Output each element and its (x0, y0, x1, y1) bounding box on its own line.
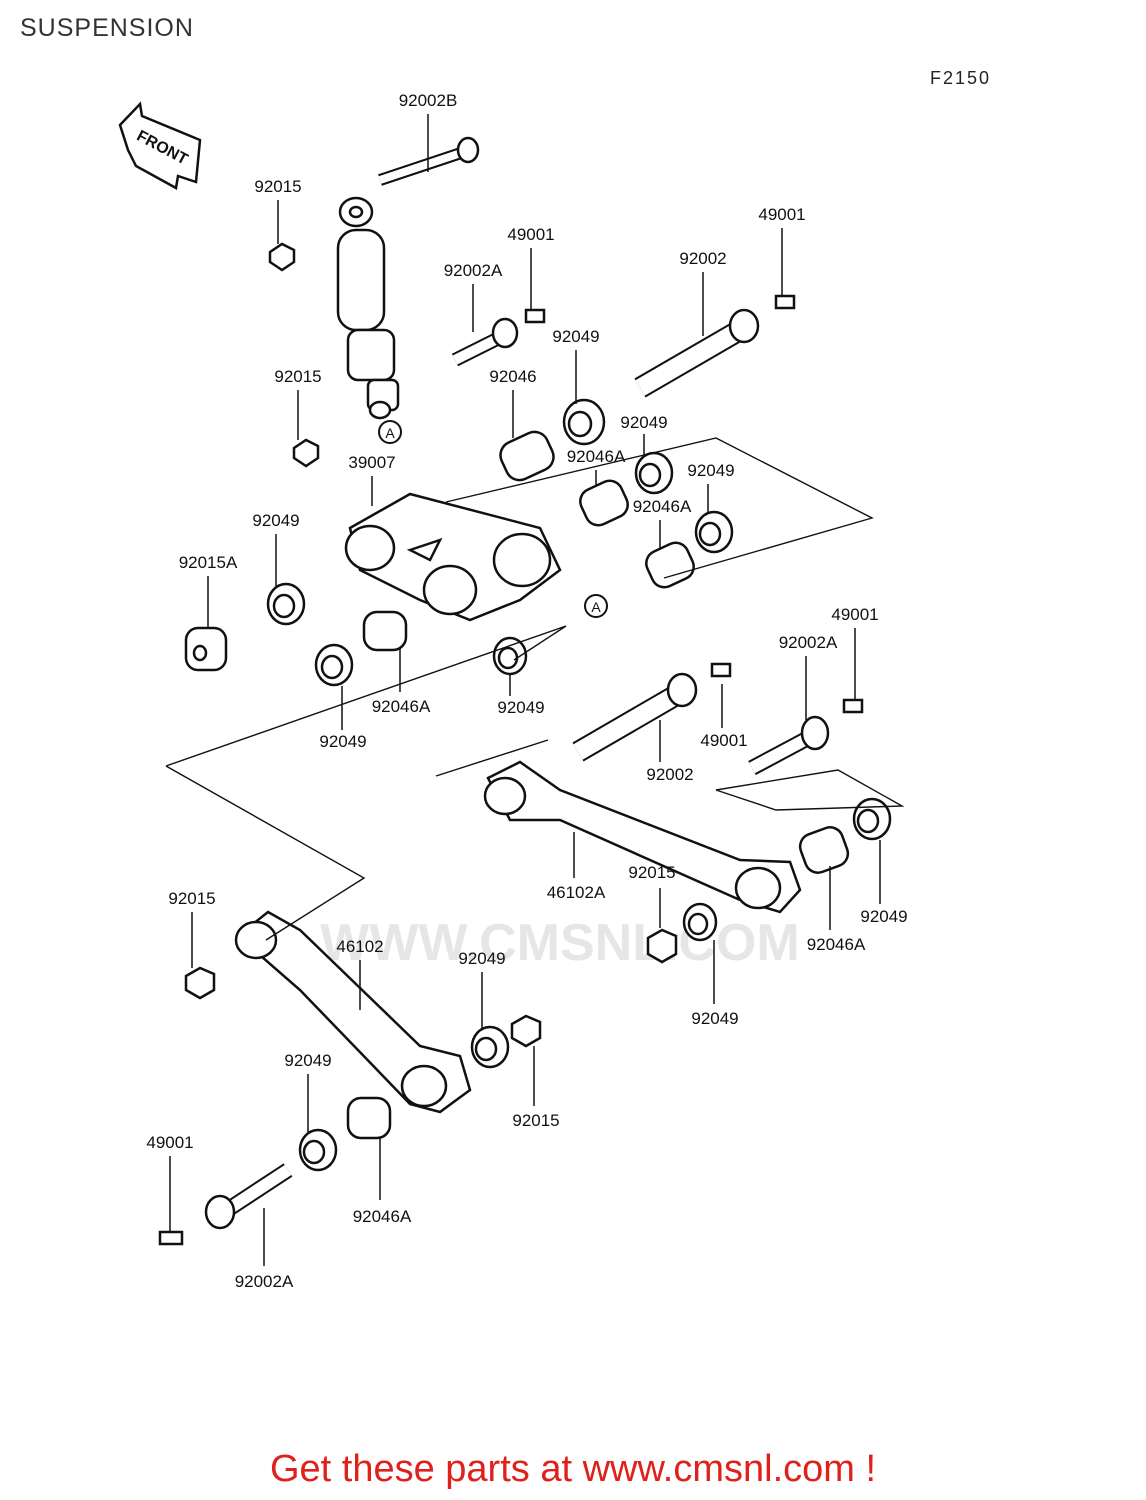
label-92015-a: 92015 (254, 177, 301, 196)
assembly-line-link (165, 765, 366, 941)
bolt-92002-mid (572, 672, 698, 762)
assembly-line-mid (435, 739, 549, 777)
label-92049-f: 92049 (497, 698, 544, 717)
label-49001-d: 49001 (700, 731, 747, 750)
label-92049-h: 92049 (458, 949, 505, 968)
seal-92049-g (852, 797, 892, 841)
bushing-92046 (499, 430, 555, 482)
bushing-92046A-e (346, 1096, 392, 1140)
bolt-92002A-mid (748, 715, 830, 776)
grease-nipple-49001-a (524, 308, 546, 324)
label-92015-c: 92015 (628, 863, 675, 882)
part-labels: 92002B 92015 49001 92002A 92002 49001 92… (146, 91, 907, 1291)
bolt-92002B (378, 136, 480, 186)
assembly-line-right (715, 769, 905, 811)
label-92002A-b: 92002A (779, 633, 838, 652)
label-92049-c: 92049 (252, 511, 299, 530)
shock-absorber (336, 196, 400, 420)
grease-nipple-49001-b (774, 294, 796, 310)
grease-nipple-49001-e (158, 1230, 184, 1246)
svg-text:A: A (591, 599, 601, 615)
label-92015A: 92015A (179, 553, 238, 572)
assembly-line-left (165, 625, 567, 767)
seal-92049-j (298, 1128, 338, 1172)
nut-92015-left (184, 966, 216, 1000)
label-92049-g: 92049 (860, 907, 907, 926)
label-92049-b: 92049 (620, 413, 667, 432)
label-92046A-b: 92046A (633, 497, 692, 516)
seal-92049-c (694, 510, 734, 554)
label-92046A-a: 92046A (567, 447, 626, 466)
label-92015-d: 92015 (168, 889, 215, 908)
seal-92049-e (314, 643, 354, 687)
ref-mark-a-1: A (378, 420, 402, 444)
rocker-39007 (344, 492, 562, 622)
page-title: SUSPENSION (20, 14, 194, 42)
seal-92049-d (266, 582, 306, 626)
label-49001-c: 49001 (831, 605, 878, 624)
watermark: WWW.CMSNL.COM (320, 914, 799, 972)
label-92002-a: 92002 (679, 249, 726, 268)
bolt-92002A-top (451, 317, 519, 367)
front-arrow-icon: FRONT (118, 101, 202, 190)
label-92049-d: 92049 (687, 461, 734, 480)
seal-92049-i (470, 1025, 510, 1069)
bolt-92002-top (634, 308, 760, 398)
label-92002A-a: 92002A (444, 261, 503, 280)
label-49001-e: 49001 (146, 1133, 193, 1152)
label-92046A-c: 92046A (372, 697, 431, 716)
label-92049-a: 92049 (552, 327, 599, 346)
grease-nipple-49001-c (710, 662, 732, 678)
label-92049-e: 92049 (319, 732, 366, 751)
nut-92015-top (268, 242, 296, 272)
link-46102A (483, 760, 802, 914)
label-92049-j: 92049 (284, 1051, 331, 1070)
label-49001-a: 49001 (507, 225, 554, 244)
nut-92015A (184, 626, 228, 672)
nut-92015-e (510, 1014, 542, 1048)
bushing-92046A-a (579, 479, 629, 527)
label-46102A: 46102A (547, 883, 606, 902)
svg-text:A: A (385, 425, 395, 441)
seal-92049-a (562, 398, 606, 446)
label-92015-e: 92015 (512, 1111, 559, 1130)
nut-92015-c (646, 928, 678, 964)
ref-mark-a-2: A (584, 594, 608, 618)
grease-nipple-49001-d (842, 698, 864, 714)
label-92046: 92046 (489, 367, 536, 386)
bushing-92046A-d (798, 826, 850, 874)
figure-code: F2150 (930, 68, 992, 88)
leader-lines (169, 114, 881, 1266)
label-92015-b: 92015 (274, 367, 321, 386)
label-92046A-e: 92046A (353, 1207, 412, 1226)
label-46102: 46102 (336, 937, 383, 956)
seal-92049-b (634, 451, 674, 495)
footer-link[interactable]: Get these parts at www.cmsnl.com ! (269, 1448, 877, 1490)
label-92002-b: 92002 (646, 765, 693, 784)
label-92002B: 92002B (399, 91, 458, 110)
label-39007: 39007 (348, 453, 395, 472)
bushing-92046A-c (362, 610, 408, 652)
nut-92015-mid (292, 438, 320, 468)
label-49001-b: 49001 (758, 205, 805, 224)
label-92002A-c: 92002A (235, 1272, 294, 1291)
seal-92049-h (682, 902, 718, 942)
assembly-line-rocker (445, 437, 874, 579)
link-46102 (234, 910, 472, 1114)
label-92046A-d: 92046A (807, 935, 866, 954)
bushing-92046A-b (645, 541, 695, 589)
label-92049-i: 92049 (691, 1009, 738, 1028)
bolt-92002A-bottom (204, 1163, 293, 1230)
